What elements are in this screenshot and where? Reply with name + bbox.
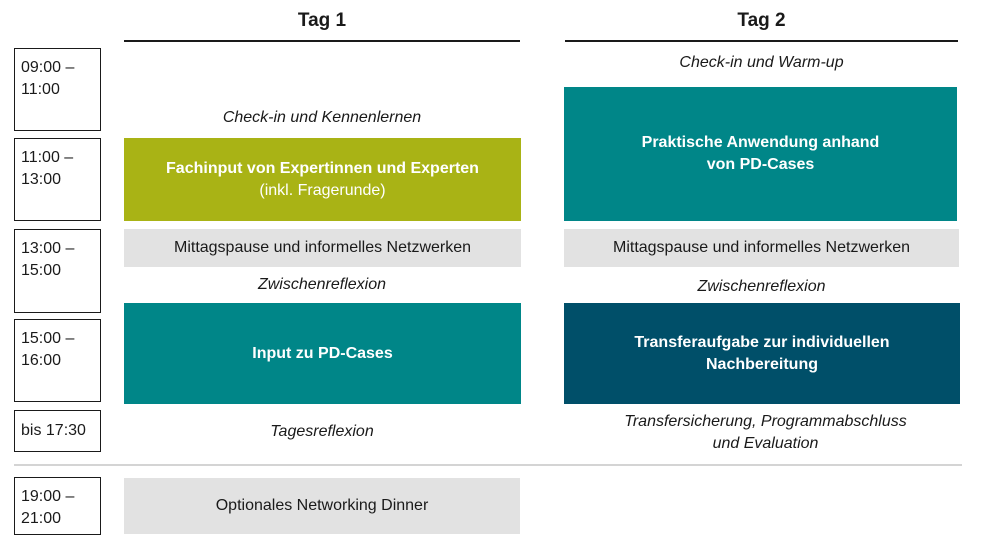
day1-lunch-label: Mittagspause und informelles Netzwerken	[173, 239, 472, 256]
day1-tagesreflexion: Tagesreflexion	[270, 423, 374, 440]
day2-lunch-block: Mittagspause und informelles Netzwerken	[564, 229, 959, 267]
day1-fachinput-title: Fachinput von Expertinnen und Experten	[166, 159, 479, 177]
day2-checkin: Check-in und Warm-up	[679, 54, 844, 71]
day1-heading-rule	[124, 40, 520, 42]
day2-closing-line2: und Evaluation	[712, 435, 819, 452]
day2-closing: Transfersicherung, Programmabschluss und…	[564, 411, 967, 455]
day1-heading: Tag 1	[297, 10, 347, 31]
day2-praxis-line1: Praktische Anwendung anhand	[641, 134, 880, 151]
day2-closing-line1: Transfersicherung, Programmabschluss	[624, 413, 907, 430]
day1-dinner-block: Optionales Networking Dinner	[124, 478, 520, 534]
time-slot-1900: 19:00 – 21:00	[14, 477, 101, 535]
day2-heading-rule	[565, 40, 958, 42]
day1-zwischenreflexion: Zwischenreflexion	[257, 276, 387, 293]
day1-fachinput-block: Fachinput von Expertinnen und Experten (…	[124, 138, 521, 221]
time-slot-1300: 13:00 – 15:00	[14, 229, 101, 313]
day2-transfer-line2: Nachbereitung	[705, 355, 818, 373]
day1-lunch-block: Mittagspause und informelles Netzwerken	[124, 229, 521, 267]
day2-heading: Tag 2	[737, 10, 786, 31]
day2-transfer-line1: Transferaufgabe zur individuellen	[634, 333, 890, 351]
day1-checkin: Check-in und Kennenlernen	[222, 109, 422, 126]
day2-praxis-line2: von PD-Cases	[706, 156, 815, 173]
time-slot-0900: 09:00 – 11:00	[14, 48, 101, 131]
evening-separator	[14, 464, 962, 466]
time-slot-1100: 11:00 – 13:00	[14, 138, 101, 221]
time-slot-1730: bis 17:30	[14, 410, 101, 452]
day1-input-pd-label: Input zu PD-Cases	[252, 344, 393, 362]
day2-praxis-block: Praktische Anwendung anhand von PD-Cases	[564, 87, 957, 221]
day2-zwischenreflexion: Zwischenreflexion	[697, 278, 826, 295]
day1-dinner-label: Optionales Networking Dinner	[215, 497, 429, 514]
day2-transfer-block: Transferaufgabe zur individuellen Nachbe…	[564, 303, 960, 404]
day2-lunch-label: Mittagspause und informelles Netzwerken	[612, 239, 911, 256]
day1-input-pd-block: Input zu PD-Cases	[124, 303, 521, 404]
day1-fachinput-note: (inkl. Fragerunde)	[259, 181, 386, 199]
time-slot-1500: 15:00 – 16:00	[14, 319, 101, 402]
